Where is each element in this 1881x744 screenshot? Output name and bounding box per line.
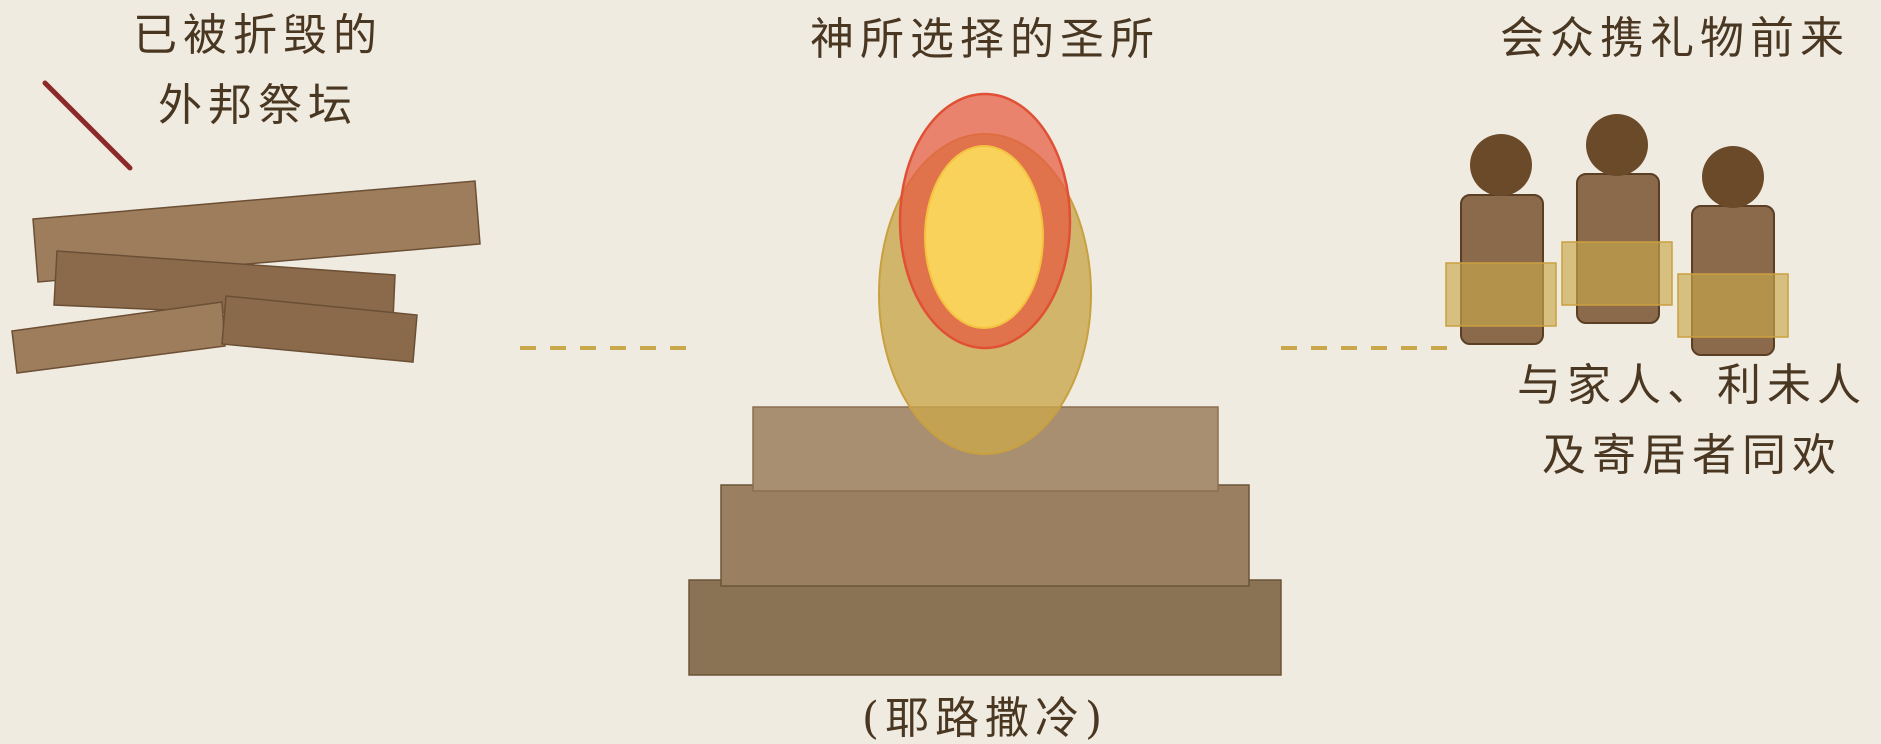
gift-box bbox=[1445, 262, 1557, 327]
worshipper-icon bbox=[1445, 134, 1557, 345]
center-title: 神所选择的圣所 bbox=[810, 14, 1160, 65]
altar-base-tier bbox=[688, 579, 1282, 676]
worshipper-icon bbox=[1677, 146, 1789, 356]
left-title-line2: 外邦祭坛 bbox=[158, 80, 358, 131]
right-caption-line2: 及寄居者同欢 bbox=[1542, 430, 1842, 481]
gift-box bbox=[1561, 241, 1673, 306]
center-caption: (耶路撒冷) bbox=[861, 693, 1109, 744]
flame-inner bbox=[924, 145, 1044, 329]
person-head bbox=[1702, 146, 1764, 208]
worshippers-group bbox=[1445, 114, 1789, 356]
person-head bbox=[1470, 134, 1532, 196]
plank-bottom-left bbox=[11, 301, 226, 374]
altar-middle-tier bbox=[720, 484, 1250, 587]
left-title-line1: 已被折毁的 bbox=[133, 10, 383, 61]
worshipper-icon bbox=[1561, 114, 1673, 324]
altar-fire-icon bbox=[688, 92, 1282, 676]
strike-line bbox=[42, 80, 133, 171]
right-caption-line1: 与家人、利未人 bbox=[1517, 360, 1867, 411]
plank-bottom-right bbox=[221, 295, 418, 363]
gift-box bbox=[1677, 273, 1789, 338]
person-head bbox=[1586, 114, 1648, 176]
broken-altar-icon bbox=[11, 80, 481, 374]
right-title: 会众携礼物前来 bbox=[1500, 13, 1850, 64]
